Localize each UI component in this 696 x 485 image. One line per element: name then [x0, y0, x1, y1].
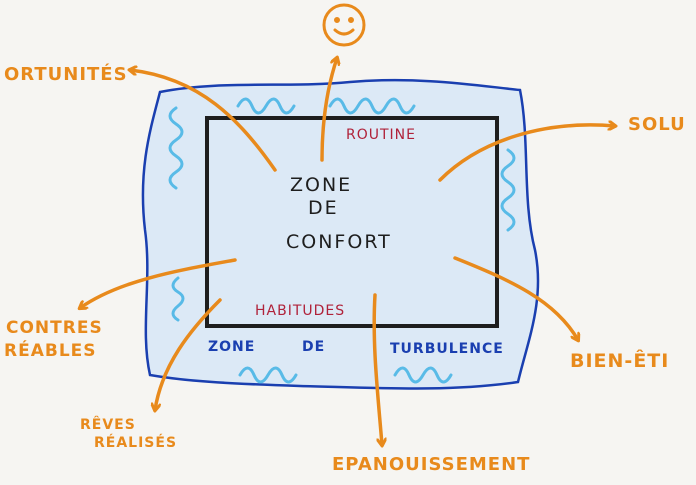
- turbulence-zone-outline: [141, 78, 540, 390]
- turbulence-word2: DE: [302, 339, 326, 355]
- outcome-fulfillment: EPANOUISSEMENT: [332, 454, 531, 475]
- outcome-wellbeing: BIEN-ÊTI: [570, 350, 670, 372]
- arrow-to-fulfillment: [372, 293, 382, 445]
- center-label-line3: CONFORT: [286, 231, 392, 253]
- routine-label: ROUTINE: [346, 127, 416, 143]
- arrow-to-solutions: [438, 125, 615, 182]
- outcome-encounters-line1: CONTRES: [6, 318, 103, 338]
- arrow-to-dreams: [155, 298, 222, 410]
- turbulence-word1: ZONE: [208, 339, 256, 355]
- outcome-solutions: SOLU: [628, 114, 686, 135]
- turbulence-word3: TURBULENCE: [390, 341, 504, 357]
- arrow-to-smiley: [320, 58, 337, 162]
- center-label-line2: DE: [308, 197, 339, 219]
- arrow-to-encounters: [80, 258, 237, 308]
- arrow-to-opportunities: [130, 70, 277, 172]
- outcome-opportunities: ORTUNITÉS: [4, 64, 128, 85]
- outcome-dreams-line2: RÉALISÉS: [94, 435, 178, 451]
- center-label-line1: ZONE: [290, 174, 353, 196]
- smiley-face-icon: [322, 3, 366, 47]
- habits-label: HABITUDES: [255, 303, 346, 319]
- outcome-encounters-line2: RÉABLES: [4, 341, 97, 361]
- comfort-zone-frame: [205, 116, 499, 328]
- arrow-to-wellbeing: [453, 256, 578, 340]
- outcome-dreams-line1: RÊVES: [80, 417, 136, 433]
- turbulence-waves: [168, 97, 516, 384]
